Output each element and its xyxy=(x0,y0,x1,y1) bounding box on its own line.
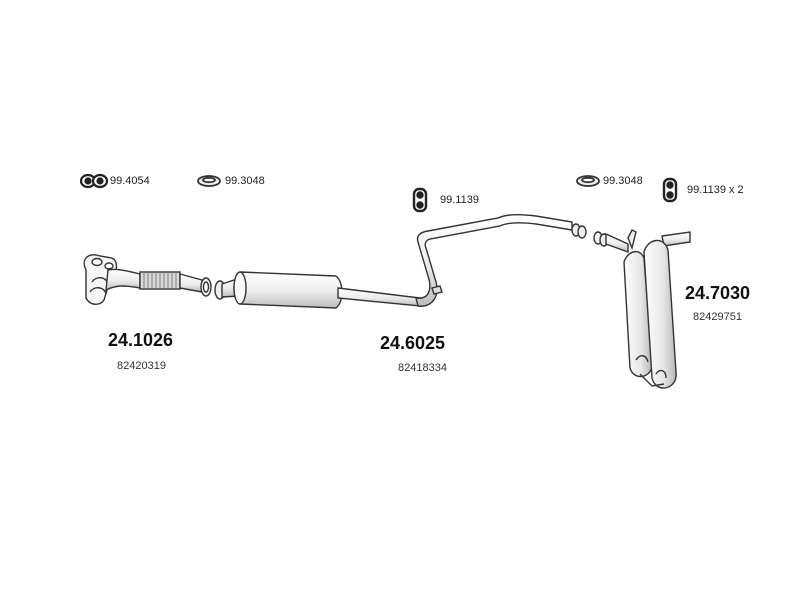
accessory-code-99-3048-rear: 99.3048 xyxy=(603,175,643,187)
part-number-rear-silencer: 24.7030 xyxy=(685,283,751,303)
oem-number-front-pipe: 82420319 xyxy=(117,360,166,372)
rubber-hanger-icon xyxy=(662,177,678,203)
rubber-hanger-icon xyxy=(412,187,428,213)
accessory-code-99-1139: 99.1139 xyxy=(440,194,479,206)
part-number-middle-silencer: 24.6025 xyxy=(380,333,446,353)
flat-ring-icon xyxy=(576,175,600,187)
flat-ring-icon xyxy=(197,175,221,187)
front-pipe-drawing xyxy=(83,254,212,305)
rear-silencer-drawing xyxy=(593,229,691,389)
accessory-code-99-3048: 99.3048 xyxy=(225,175,265,187)
accessory-code-99-1139-x2: 99.1139 x 2 xyxy=(687,184,744,196)
oem-number-middle-silencer: 82418334 xyxy=(398,362,447,374)
accessory-code-99-4054: 99.4054 xyxy=(110,175,150,187)
oem-number-rear-silencer: 82429751 xyxy=(693,311,742,323)
part-number-front-pipe: 24.1026 xyxy=(108,330,174,350)
middle-silencer-drawing xyxy=(214,213,587,309)
double-ring-gasket-icon xyxy=(79,173,109,189)
